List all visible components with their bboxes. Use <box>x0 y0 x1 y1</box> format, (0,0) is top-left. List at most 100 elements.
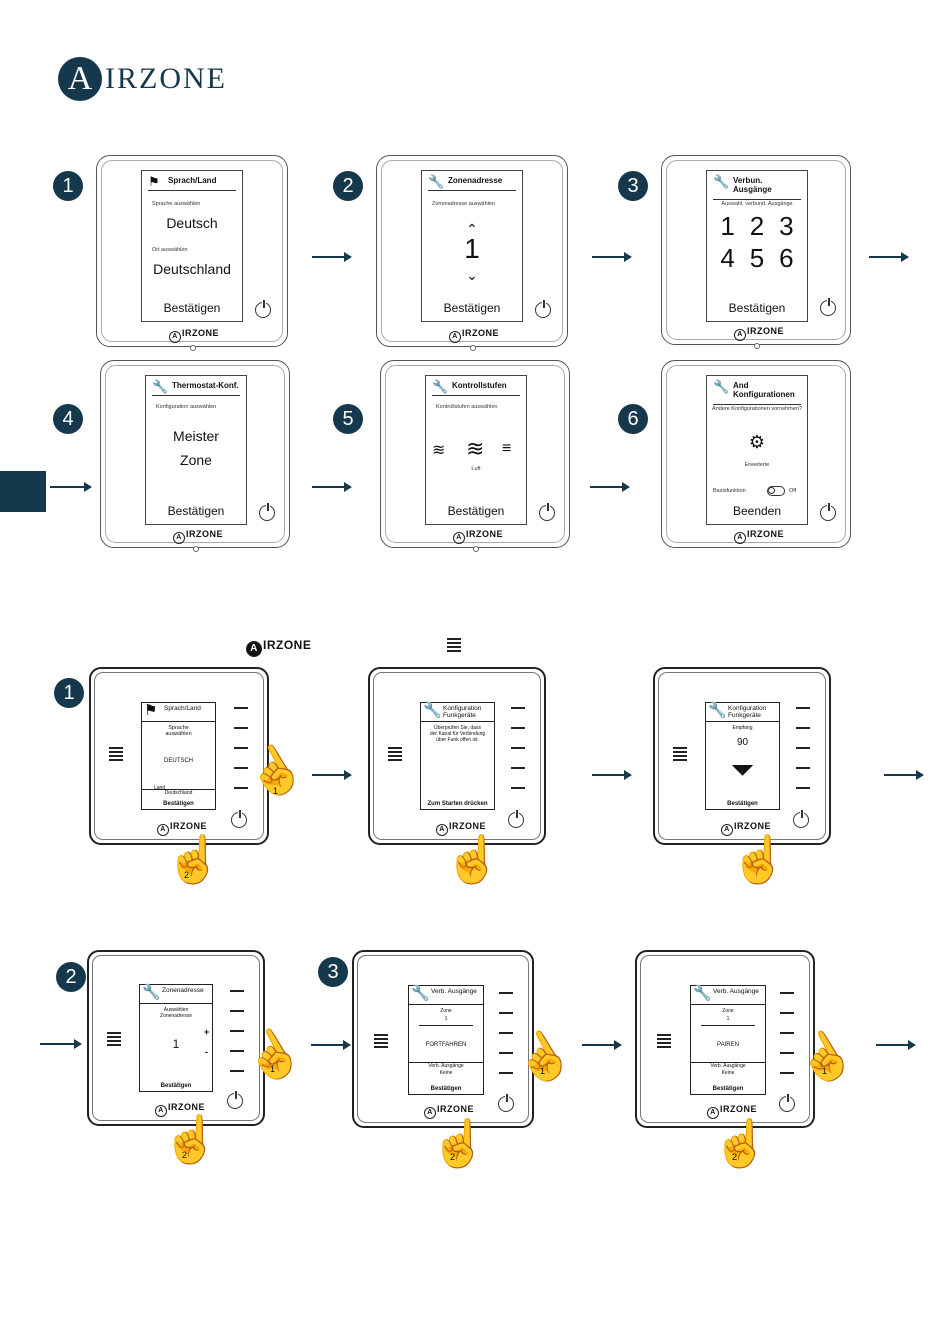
side-buttons[interactable] <box>234 707 248 807</box>
output-digit[interactable]: 5 <box>749 243 765 273</box>
confirm-label: Bestätigen <box>160 1083 192 1089</box>
output-digit[interactable]: 4 <box>720 243 735 273</box>
pointing-hand-icon: ☝ <box>730 833 788 885</box>
screen-title: 🔧Verb. Ausgänge <box>409 986 483 1005</box>
fan-high-icon[interactable]: ≡ <box>502 440 512 457</box>
flow-arrow <box>869 252 909 262</box>
confirm-label: Bestätigen <box>712 1086 744 1092</box>
gear-icon[interactable]: ⚙ <box>748 432 766 452</box>
menu-icon[interactable] <box>673 747 687 763</box>
thermostat-device: 🔧Zonenadresse Zonenadresse auswählen ⌃ 1… <box>376 155 568 347</box>
flow-arrow <box>311 1040 351 1050</box>
confirm-button[interactable]: Bestätigen <box>167 504 225 518</box>
wrench-icon: 🔧 <box>432 379 449 394</box>
output-digit[interactable]: 6 <box>779 243 794 273</box>
power-icon[interactable] <box>820 503 836 521</box>
device-screen: 🔧Verb. Ausgänge Zone 1 FORTFAHREN Verb. … <box>408 985 484 1095</box>
screen-title: ⚑Sprach/Land <box>142 703 215 722</box>
device-screen: 🔧Verb. Ausgänge Zone 1 PAIREN Verb. Ausg… <box>690 985 766 1095</box>
air-icon[interactable]: ≋ <box>466 436 485 461</box>
step-5-badge: 5 <box>333 404 363 434</box>
side-buttons[interactable] <box>230 990 244 1090</box>
screen-label: Andere Konfigurationen vornehmen? <box>712 406 802 412</box>
wrench-icon: 🔧 <box>152 379 169 394</box>
side-buttons[interactable] <box>499 992 513 1092</box>
output-digit[interactable]: 2 <box>749 211 765 241</box>
country-value: Deutschland <box>153 261 231 277</box>
touch-number: 2 <box>182 1150 188 1160</box>
page-side-tab <box>0 471 46 512</box>
basic-function-label: Basisfunktion <box>713 488 746 494</box>
menu-icon[interactable] <box>657 1034 671 1050</box>
screen-text: Überprüfen Sie, dass <box>434 725 481 731</box>
device-screen: 🔧And Konfigurationen Andere Konfiguratio… <box>706 375 808 525</box>
thermostat-device: ⚑Sprach/Land Sprache auswählen Deutsch O… <box>96 155 288 347</box>
menu-icon[interactable] <box>388 747 402 763</box>
side-buttons[interactable] <box>796 707 810 807</box>
pair-option[interactable]: PAIREN <box>717 1042 739 1048</box>
pointing-hand-icon: ☝ <box>430 1117 488 1169</box>
power-icon[interactable] <box>255 300 271 318</box>
chevron-down-icon[interactable]: ⌄ <box>466 267 478 283</box>
blueface-device: 🔧Verb. Ausgänge Zone 1 PAIREN Verb. Ausg… <box>635 950 815 1128</box>
toggle-state: Off <box>789 488 797 494</box>
power-icon[interactable] <box>820 298 836 316</box>
power-icon[interactable] <box>539 503 555 521</box>
menu-icon[interactable] <box>107 1032 121 1048</box>
flow-arrow <box>582 1040 622 1050</box>
output-digit[interactable]: 3 <box>779 211 794 241</box>
increase-button[interactable]: + <box>204 1027 210 1037</box>
power-icon[interactable] <box>779 1094 795 1112</box>
zone-address-value: 1 <box>464 233 480 264</box>
screen-label: Kontrollstufen auswählen <box>436 404 498 410</box>
power-icon[interactable] <box>793 810 809 828</box>
power-icon[interactable] <box>498 1094 514 1112</box>
power-icon[interactable] <box>227 1091 243 1109</box>
airzone-logo: A IRZONE <box>58 56 227 102</box>
side-buttons[interactable] <box>780 992 794 1092</box>
power-icon[interactable] <box>535 300 551 318</box>
chevron-up-icon[interactable]: ⌃ <box>466 221 478 237</box>
side-buttons[interactable] <box>511 707 525 807</box>
flow-arrow <box>50 482 92 492</box>
menu-icon[interactable] <box>109 747 123 763</box>
wrench-icon: 🔧 <box>423 702 442 719</box>
config-option-master[interactable]: Meister <box>173 428 219 444</box>
device-sensor-dot <box>473 546 479 552</box>
power-icon[interactable] <box>259 503 275 521</box>
pointing-hand-icon: ☝ <box>165 833 223 885</box>
blueface-device: ⚑Sprach/Land Sprache auswählen DEUTSCH L… <box>89 667 269 845</box>
screen-title: 🔧And Konfigurationen <box>713 379 801 405</box>
power-icon[interactable] <box>508 810 524 828</box>
screen-title: 🔧Kontrollstufen <box>432 379 520 396</box>
flag-icon: ⚑ <box>148 174 160 189</box>
screen-label: Sprache <box>168 725 189 731</box>
confirm-button[interactable]: Bestätigen <box>447 504 505 518</box>
decrease-button[interactable]: - <box>205 1047 208 1057</box>
menu-icon <box>447 638 461 654</box>
screen-text: der Kanal für Verbindung <box>429 731 486 737</box>
confirm-button[interactable]: Bestätigen <box>728 301 786 315</box>
confirm-button[interactable]: Bestätigen <box>163 301 221 315</box>
menu-icon[interactable] <box>374 1034 388 1050</box>
thermostat-device: 🔧And Konfigurationen Andere Konfiguratio… <box>661 360 851 548</box>
finish-button[interactable]: Beenden <box>732 504 782 518</box>
touch-number: 2 <box>184 870 190 880</box>
continue-option[interactable]: FORTFAHREN <box>425 1042 467 1048</box>
country-value: Deutschland <box>142 789 215 796</box>
basic-function-toggle[interactable] <box>767 486 785 496</box>
flow-arrow <box>590 482 630 492</box>
screen-label: Verb. Ausgänge <box>409 1062 483 1069</box>
device-screen: 🔧Zonenadresse Auswählen Zonenadresse 1 +… <box>139 984 213 1092</box>
confirm-button[interactable]: Bestätigen <box>443 301 501 315</box>
config-option-zone[interactable]: Zone <box>180 452 212 468</box>
power-icon[interactable] <box>231 810 247 828</box>
output-digit[interactable]: 1 <box>720 211 735 241</box>
screen-label: Ort auswählen <box>152 247 188 253</box>
screen-label: Land <box>154 785 166 791</box>
fan-low-icon[interactable]: ≋ <box>432 442 446 459</box>
air-label: Luft <box>471 466 481 472</box>
